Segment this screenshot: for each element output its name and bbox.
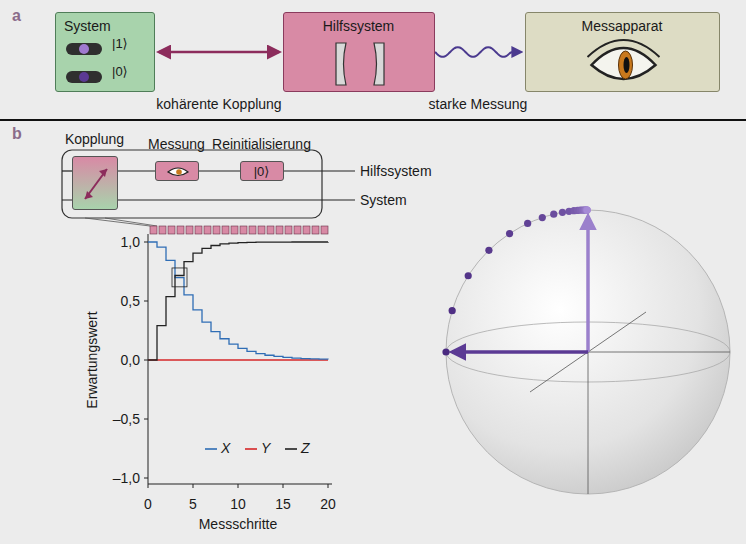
edge-label: starke Messung: [429, 96, 528, 112]
edge-label: kohärente Kopplung: [156, 96, 281, 112]
expectation-chart: [144, 234, 332, 488]
legend-text: Y: [261, 440, 270, 456]
system-box: System|1⟩ |0⟩: [55, 12, 155, 92]
detector-box: Messapparat: [525, 12, 720, 92]
node-title: Messung: [148, 136, 205, 152]
node-title: Messapparat: [582, 18, 663, 34]
tick-label: 10: [230, 496, 246, 512]
tick-label: 0: [144, 496, 152, 512]
wire-label: Hilfssystem: [360, 163, 432, 179]
ancilla-wire: [62, 170, 72, 171]
zoom-line: [85, 218, 150, 226]
tick-label: 0,0: [121, 352, 140, 368]
axis-title: Messschritte: [199, 516, 278, 532]
node-title: Hilfssystem: [323, 18, 395, 34]
panel-letter: b: [12, 126, 22, 142]
ancilla-box: Hilfssystem: [283, 12, 435, 92]
node-title: System: [64, 18, 111, 34]
ancilla-wire: [118, 170, 155, 171]
measurement-gate: Messung: [155, 161, 199, 181]
coupling-arrow: [159, 51, 279, 54]
tick-label: 1,0: [121, 234, 140, 250]
measurement-wave: [435, 47, 521, 57]
tick-label: 5: [189, 496, 197, 512]
ancilla-wire: [199, 170, 240, 171]
step-squares: [150, 226, 328, 234]
legend-swatch: [285, 440, 299, 456]
tick-label: 20: [320, 496, 336, 512]
tick-label: –0,5: [113, 411, 140, 427]
couple-icon: [73, 157, 119, 211]
node-title: Reinitialisierung: [212, 136, 311, 152]
state-label: |0⟩: [254, 164, 270, 180]
wire-label: System: [360, 192, 407, 208]
legend-swatch: [205, 440, 219, 456]
tick-label: 15: [275, 496, 291, 512]
state-label: |0⟩: [112, 64, 128, 80]
panel-letter: a: [12, 8, 21, 24]
node-title: Kopplung: [65, 131, 124, 147]
smalleye-icon: [156, 162, 200, 182]
legend-text: X: [221, 440, 230, 456]
zoom-line: [105, 218, 157, 226]
bloch-sphere: [442, 206, 730, 494]
reset-gate: Reinitialisierung|0⟩: [240, 161, 284, 181]
tick-label: –1,0: [113, 470, 140, 486]
tick-label: 0,5: [121, 293, 140, 309]
panel-separator: [0, 119, 746, 121]
axis-title: Erwartungswert: [84, 311, 100, 408]
coupling-gate: Kopplung: [72, 156, 118, 210]
legend-swatch: [245, 440, 259, 456]
legend-text: Z: [301, 440, 310, 456]
ancilla-wire: [284, 170, 355, 171]
circuit-frame: [62, 150, 322, 218]
state-label: |1⟩: [112, 36, 128, 52]
